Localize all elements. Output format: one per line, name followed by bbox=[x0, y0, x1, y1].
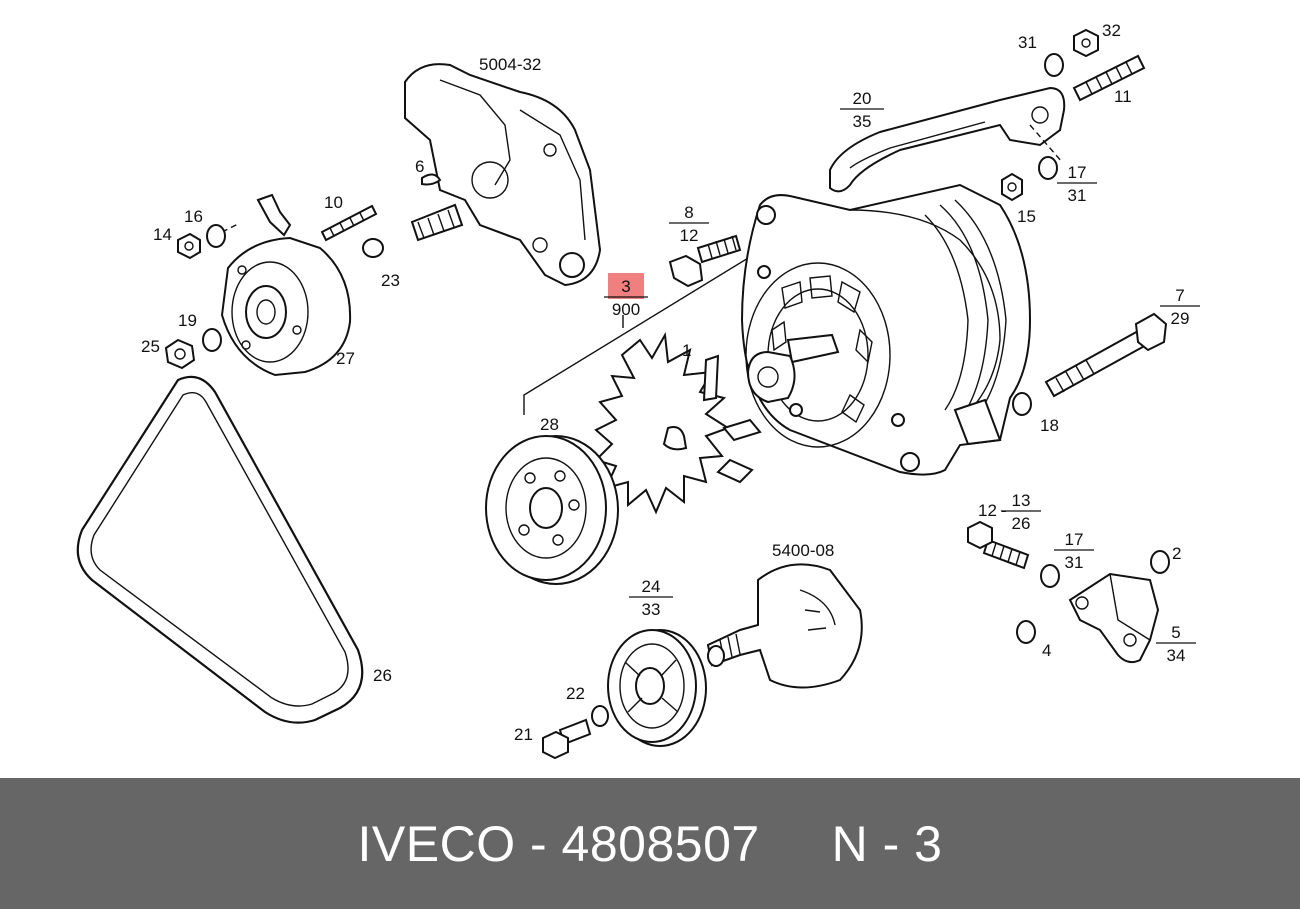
washer-part-22 bbox=[591, 705, 609, 727]
highlight-part-3 bbox=[608, 273, 644, 299]
label-6: 6 bbox=[415, 157, 424, 176]
label-2: 2 bbox=[1172, 544, 1181, 563]
washer-part-17 bbox=[1038, 156, 1058, 180]
diagram-drawing: 5004-32 6 10 16 14 23 19 25 27 1 28 26 5… bbox=[76, 21, 1200, 760]
label-15: 15 bbox=[1017, 207, 1036, 226]
label-27: 27 bbox=[336, 349, 355, 368]
fraction-numerator: 5 bbox=[1171, 623, 1180, 642]
label-10: 10 bbox=[324, 193, 343, 212]
nut-part-32 bbox=[1073, 28, 1099, 58]
fraction-denominator: 29 bbox=[1171, 309, 1190, 328]
washer-part-17b bbox=[1040, 564, 1060, 588]
label-19: 19 bbox=[178, 311, 197, 330]
fraction-denominator: 900 bbox=[612, 300, 640, 319]
nut-part-14 bbox=[177, 232, 201, 260]
bracket-part-20 bbox=[829, 86, 1066, 193]
label-31: 31 bbox=[1018, 33, 1037, 52]
footer-bar: IVECO - 4808507 N - 3 bbox=[0, 778, 1300, 909]
label-11: 11 bbox=[1114, 87, 1132, 106]
label-22: 22 bbox=[566, 684, 585, 703]
nut-part-15 bbox=[1001, 172, 1023, 202]
support-bracket-part-5 bbox=[1068, 572, 1160, 664]
fraction-numerator: 17 bbox=[1065, 530, 1084, 549]
washer-part-31 bbox=[1044, 53, 1064, 77]
fraction-denominator: 33 bbox=[642, 600, 661, 619]
label-23: 23 bbox=[381, 271, 400, 290]
crankshaft-part-5400-08 bbox=[706, 563, 863, 689]
bolt-part-21 bbox=[542, 718, 592, 760]
leader-line-part-3 bbox=[523, 251, 759, 415]
washer-part-4 bbox=[1016, 620, 1036, 644]
bolt-part-8 bbox=[668, 234, 742, 288]
fraction-f8-12: 812 bbox=[669, 203, 709, 245]
fraction-denominator: 31 bbox=[1068, 186, 1087, 205]
label-25: 25 bbox=[141, 337, 160, 356]
fraction-f7-29: 729 bbox=[1160, 286, 1200, 328]
washer-part-23 bbox=[362, 238, 384, 258]
fraction-numerator: 20 bbox=[853, 89, 872, 108]
alternator-unit bbox=[740, 183, 1032, 476]
stud-part-11 bbox=[1072, 54, 1146, 102]
crankshaft-pulley-part-24 bbox=[607, 629, 707, 747]
washer-part-2 bbox=[1150, 550, 1170, 574]
label-28: 28 bbox=[540, 415, 559, 434]
washer-part-18 bbox=[1012, 392, 1032, 416]
fraction-denominator: 34 bbox=[1167, 646, 1186, 665]
label-32: 32 bbox=[1102, 21, 1121, 40]
label-18: 18 bbox=[1040, 416, 1059, 435]
fraction-numerator: 17 bbox=[1068, 163, 1087, 182]
label-4: 4 bbox=[1042, 641, 1051, 660]
tensioner-pulley-part-27 bbox=[220, 193, 378, 377]
label-1: 1 bbox=[682, 341, 691, 360]
label-5400-08: 5400-08 bbox=[772, 541, 834, 560]
label-26: 26 bbox=[373, 666, 392, 685]
fraction-denominator: 31 bbox=[1065, 553, 1084, 572]
footer-part-number-text: IVECO - 4808507 N - 3 bbox=[357, 815, 943, 872]
fraction-numerator: 24 bbox=[642, 577, 661, 596]
label-5004-32: 5004-32 bbox=[479, 55, 541, 74]
bolt-part-12 bbox=[967, 520, 1030, 570]
part-labels: 5004-32 6 10 16 14 23 19 25 27 1 28 26 5… bbox=[141, 21, 1181, 744]
nut-part-25 bbox=[164, 338, 196, 370]
washer-part-19 bbox=[202, 328, 222, 352]
label-14: 14 bbox=[153, 225, 172, 244]
fraction-numerator: 7 bbox=[1175, 286, 1184, 305]
fraction-denominator: 26 bbox=[1012, 514, 1031, 533]
washer-part-16 bbox=[206, 224, 226, 248]
label-12: 12 bbox=[978, 501, 997, 520]
fraction-denominator: 35 bbox=[853, 112, 872, 131]
label-21: 21 bbox=[514, 725, 533, 744]
bolt-part-7 bbox=[1044, 312, 1168, 398]
pulley-part-28 bbox=[485, 435, 619, 585]
fraction-f5-34: 534 bbox=[1156, 623, 1196, 665]
exploded-parts-diagram: 5004-32 6 10 16 14 23 19 25 27 1 28 26 5… bbox=[76, 21, 1200, 760]
fan-part-1 bbox=[594, 331, 762, 515]
v-belt-part-26 bbox=[76, 375, 364, 724]
fraction-numerator: 8 bbox=[684, 203, 693, 222]
fraction-numerator: 13 bbox=[1012, 491, 1031, 510]
label-16: 16 bbox=[184, 207, 203, 226]
fraction-denominator: 12 bbox=[680, 226, 699, 245]
fraction-numerator: 3 bbox=[621, 277, 630, 296]
water-pump-part-5004-32 bbox=[404, 63, 602, 287]
